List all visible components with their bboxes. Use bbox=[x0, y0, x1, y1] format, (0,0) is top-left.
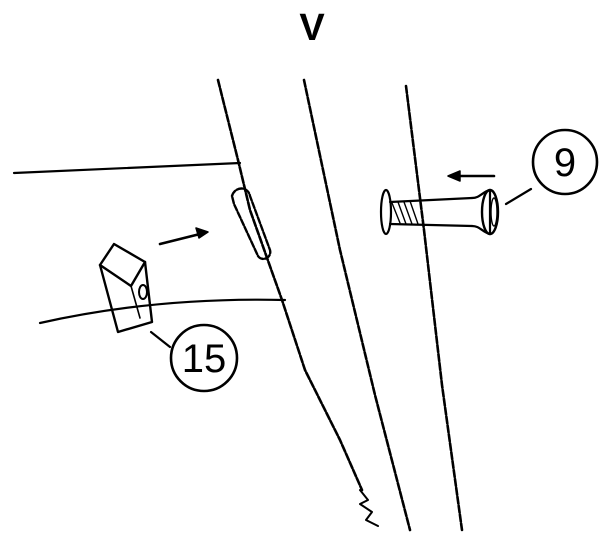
callout-9-leader bbox=[504, 187, 533, 206]
callout-9-circle bbox=[531, 128, 599, 196]
callout-15-leader bbox=[149, 330, 172, 349]
leg-broken-end bbox=[359, 489, 379, 527]
leg-slot bbox=[230, 187, 272, 261]
arrow-right-icon bbox=[158, 227, 209, 246]
leg-right-edge bbox=[404, 84, 464, 532]
callout-9-label: 9 bbox=[554, 141, 576, 185]
step-label: V bbox=[299, 7, 325, 49]
nut-block-part bbox=[98, 242, 154, 334]
leg-middle-edge bbox=[302, 78, 412, 532]
callout-15-circle bbox=[169, 323, 239, 393]
arrow-left-icon bbox=[447, 170, 496, 182]
leg-left-edge bbox=[216, 78, 364, 492]
rail-bottom-edge bbox=[38, 298, 287, 325]
rail-top-edge bbox=[12, 161, 242, 175]
callout-15-label: 15 bbox=[182, 337, 227, 381]
bolt-part bbox=[379, 188, 500, 236]
